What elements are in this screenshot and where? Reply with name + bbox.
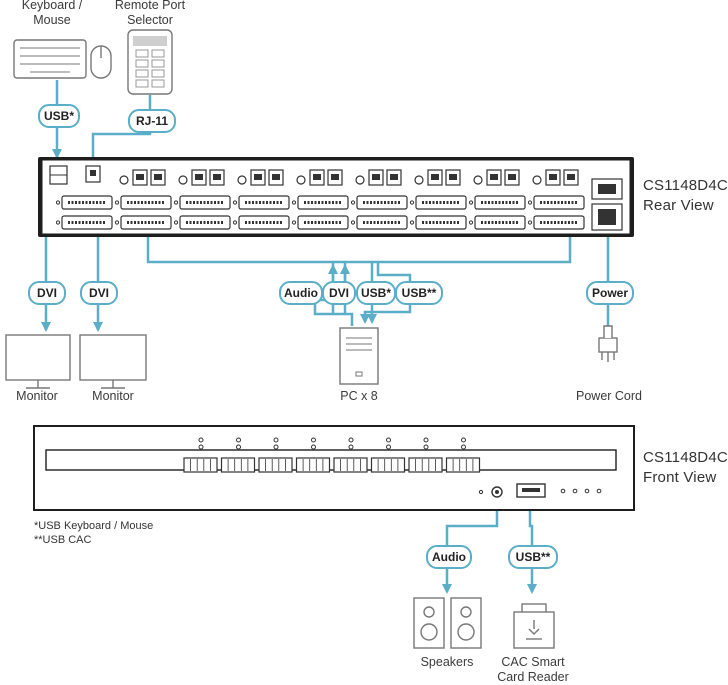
port-select-button[interactable] [295,457,331,473]
pc-port-group [178,169,225,186]
front-panel [33,425,635,511]
pc-port-group [532,169,579,186]
monitor-icon [79,334,147,389]
remote-port-selector-label: Remote Port Selector [114,0,186,27]
port-select-button[interactable] [258,457,293,473]
keyboard-mouse-label: Keyboard / Mouse [21,0,83,27]
port-select-button[interactable] [183,457,218,473]
dvi-tag-1: DVI [28,281,66,305]
front-view-title: CS1148D4C Front View [643,449,728,486]
rear-ports [55,169,585,230]
port-select-button[interactable] [408,457,443,473]
cac-reader-icon [513,603,555,649]
monitor-icon [5,334,71,389]
power-cord-label: Power Cord [576,389,642,403]
speakers-icon [413,597,482,649]
port-select-button[interactable] [370,457,406,473]
usb-cac-front-tag: USB** [508,545,558,569]
pc-port-group [473,169,520,186]
footnote-usb-cac: **USB CAC [34,534,92,546]
remote-port-selector-icon [127,29,173,95]
usb-pc-tag: USB* [356,281,396,305]
port-select-button[interactable] [220,457,256,473]
port-select-button[interactable] [333,457,368,473]
speakers-label: Speakers [420,655,474,669]
pc-port-group [237,169,284,186]
pc-bus-cable [146,236,572,264]
keyboard-icon [13,39,87,79]
rear-panel [38,157,634,237]
footnote-usb-km: *USB Keyboard / Mouse [34,520,154,532]
dvi-tag-2: DVI [80,281,118,305]
pc-port-group [414,169,461,186]
monitor-2-label: Monitor [92,389,134,403]
cac-reader-label: CAC Smart Card Reader [497,655,569,684]
pc-tower-icon [339,327,379,385]
mouse-icon [90,45,112,79]
pc-label: PC x 8 [340,389,378,403]
monitor-1-label: Monitor [16,389,58,403]
pc-port-group [296,169,343,186]
usb-cac-pc-tag: USB** [395,281,443,305]
audio-front-tag: Audio [426,545,472,569]
usb-km-tag: USB* [38,104,80,128]
front-port-buttons [183,437,481,473]
rear-view-title: CS1148D4C Rear View [643,177,728,214]
port-select-button[interactable] [445,457,481,473]
pc-port-group [355,169,402,186]
power-tag: Power [586,281,634,305]
dvi-pc-tag: DVI [322,281,356,305]
rj11-tag: RJ-11 [128,109,176,133]
audio-pc-tag: Audio [279,281,323,305]
pc-port-group [119,169,166,186]
power-cord-icon [598,325,618,362]
